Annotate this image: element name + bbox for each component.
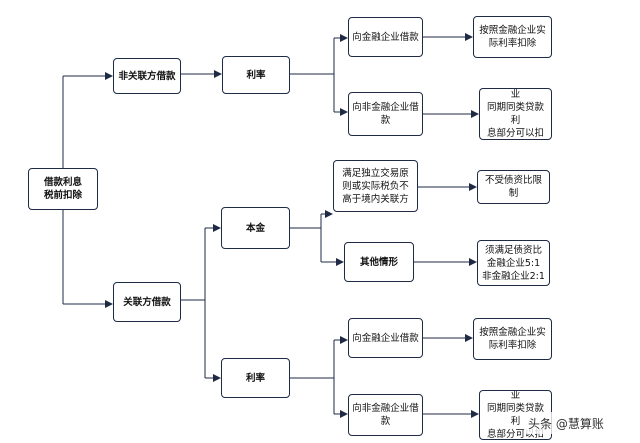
outcome-fin-bottom: 按照金融企业实 际利率扣除: [473, 318, 552, 360]
outcome-nonfin-top: 不超过金融企业 同期同类贷款利 息部分可以扣除: [479, 88, 552, 140]
edge-rate-bottom-branch: [290, 340, 335, 414]
node-root: 借款利息 税前扣除: [28, 168, 98, 210]
node-principal: 本金: [221, 207, 290, 249]
node-rate-bottom: 利率: [221, 358, 290, 398]
node-rate-top: 利率: [222, 56, 290, 94]
node-arms-length: 满足独立交易原 则或实际税负不 高于境内关联方: [333, 160, 418, 212]
outcome-fin-top: 按照金融企业实 际利率扣除: [473, 16, 552, 58]
watermark-text: 头条 @慧算账: [528, 416, 604, 431]
node-to-nonfin-bottom: 向非金融企业借 款: [348, 394, 423, 436]
node-related: 关联方借款: [113, 282, 181, 322]
outcome-ratio: 须满足债资比 金融企业5:1 非金融企业2:1: [477, 240, 550, 286]
edge-related-branch: [181, 228, 206, 378]
node-to-fin-top: 向金融企业借款: [348, 17, 423, 57]
watermark: 头条 @慧算账: [524, 412, 640, 434]
node-to-fin-bottom: 向金融企业借款: [348, 318, 423, 358]
edge-rate-top-branch: [290, 38, 335, 112]
node-other-cases: 其他情形: [344, 242, 414, 282]
node-non-related: 非关联方借款: [113, 58, 181, 94]
outcome-no-ratio: 不受债资比限制: [477, 170, 550, 204]
node-to-nonfin-top: 向非金融企业借 款: [348, 92, 423, 136]
edge-principal-branch: [290, 214, 322, 262]
